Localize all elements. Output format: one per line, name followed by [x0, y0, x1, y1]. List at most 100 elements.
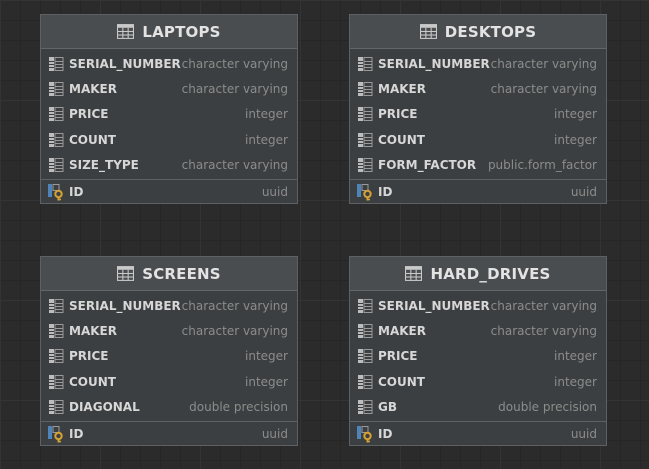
table-icon	[117, 266, 134, 281]
column-row[interactable]: SIZE_TYPE character varying	[41, 153, 297, 178]
column-type: character varying	[490, 324, 597, 339]
column-type: integer	[245, 349, 288, 364]
column-name: COUNT	[378, 132, 425, 147]
column-type: character varying	[181, 324, 288, 339]
column-row[interactable]: MAKER character varying	[41, 76, 297, 101]
entity-title: HARD_DRIVES	[430, 264, 551, 283]
column-type: character varying	[181, 82, 288, 97]
table-icon	[405, 266, 422, 281]
column-name: SERIAL_NUMBER	[69, 56, 181, 71]
column-row[interactable]: COUNT integer	[41, 127, 297, 152]
column-icon	[356, 131, 374, 149]
primary-key-icon	[356, 425, 374, 443]
column-icon	[47, 347, 65, 365]
column-type: integer	[554, 349, 597, 364]
column-icon	[356, 55, 374, 73]
entity-header[interactable]: SCREENS	[41, 257, 297, 291]
column-name: SERIAL_NUMBER	[69, 298, 181, 313]
column-name: ID	[378, 427, 393, 442]
primary-key-icon	[47, 183, 65, 201]
column-row[interactable]: DIAGONAL double precision	[41, 395, 297, 420]
column-icon	[47, 398, 65, 416]
column-icon	[47, 373, 65, 391]
column-name: MAKER	[69, 82, 117, 97]
entity-title: LAPTOPS	[142, 22, 221, 41]
column-icon	[356, 297, 374, 315]
column-row[interactable]: SERIAL_NUMBER character varying	[350, 51, 606, 76]
column-row[interactable]: COUNT integer	[41, 369, 297, 394]
column-icon	[356, 80, 374, 98]
column-type: uuid	[570, 427, 597, 442]
table-icon	[117, 24, 134, 39]
column-type: character varying	[181, 158, 288, 173]
column-name: PRICE	[69, 349, 109, 364]
column-icon	[47, 297, 65, 315]
column-icon	[356, 373, 374, 391]
primary-key-row[interactable]: ID uuid	[41, 420, 297, 447]
column-name: COUNT	[69, 132, 116, 147]
column-icon	[356, 347, 374, 365]
column-name: COUNT	[378, 374, 425, 389]
column-type: integer	[554, 374, 597, 389]
primary-key-icon	[356, 183, 374, 201]
column-type: uuid	[570, 185, 597, 200]
column-icon	[356, 105, 374, 123]
column-name: PRICE	[378, 107, 418, 122]
column-type: integer	[554, 107, 597, 122]
table-icon	[420, 24, 437, 39]
column-type: integer	[245, 374, 288, 389]
column-type: integer	[245, 107, 288, 122]
column-row[interactable]: GB double precision	[350, 395, 606, 420]
column-icon	[47, 105, 65, 123]
column-name: DIAGONAL	[69, 400, 140, 415]
primary-key-icon	[47, 425, 65, 443]
column-row[interactable]: PRICE integer	[41, 102, 297, 127]
entity-laptops[interactable]: LAPTOPS SERIAL_NUMBER character varying …	[40, 14, 298, 204]
column-row[interactable]: PRICE integer	[350, 344, 606, 369]
column-type: character varying	[490, 82, 597, 97]
column-icon	[356, 322, 374, 340]
column-type: integer	[554, 132, 597, 147]
column-icon	[356, 398, 374, 416]
column-name: ID	[69, 185, 84, 200]
column-name: MAKER	[378, 324, 426, 339]
entity-title: DESKTOPS	[444, 22, 537, 41]
column-icon	[47, 131, 65, 149]
column-type: public.form_factor	[487, 158, 597, 173]
column-row[interactable]: MAKER character varying	[350, 76, 606, 101]
column-row[interactable]: PRICE integer	[350, 102, 606, 127]
primary-key-row[interactable]: ID uuid	[350, 420, 606, 447]
column-row[interactable]: MAKER character varying	[41, 318, 297, 343]
entity-desktops[interactable]: DESKTOPS SERIAL_NUMBER character varying…	[349, 14, 607, 204]
column-icon	[356, 156, 374, 174]
column-type: character varying	[490, 56, 597, 71]
column-type: double precision	[189, 400, 288, 415]
column-row[interactable]: COUNT integer	[350, 127, 606, 152]
entity-header[interactable]: HARD_DRIVES	[350, 257, 606, 291]
entity-hard-drives[interactable]: HARD_DRIVES SERIAL_NUMBER character vary…	[349, 256, 607, 446]
column-name: COUNT	[69, 374, 116, 389]
primary-key-row[interactable]: ID uuid	[41, 178, 297, 205]
column-type: character varying	[181, 298, 288, 313]
column-name: GB	[378, 400, 397, 415]
column-name: FORM_FACTOR	[378, 158, 477, 173]
entity-title: SCREENS	[142, 264, 221, 283]
entity-screens[interactable]: SCREENS SERIAL_NUMBER character varying …	[40, 256, 298, 446]
column-type: uuid	[261, 427, 288, 442]
column-type: character varying	[490, 298, 597, 313]
column-row[interactable]: SERIAL_NUMBER character varying	[41, 293, 297, 318]
column-row[interactable]: PRICE integer	[41, 344, 297, 369]
entity-header[interactable]: LAPTOPS	[41, 15, 297, 49]
column-row[interactable]: MAKER character varying	[350, 318, 606, 343]
column-icon	[47, 156, 65, 174]
column-name: SIZE_TYPE	[69, 158, 139, 173]
column-row[interactable]: COUNT integer	[350, 369, 606, 394]
primary-key-row[interactable]: ID uuid	[350, 178, 606, 205]
column-name: SERIAL_NUMBER	[378, 56, 490, 71]
column-row[interactable]: FORM_FACTOR public.form_factor	[350, 153, 606, 178]
column-row[interactable]: SERIAL_NUMBER character varying	[41, 51, 297, 76]
column-name: PRICE	[378, 349, 418, 364]
column-type: uuid	[261, 185, 288, 200]
column-row[interactable]: SERIAL_NUMBER character varying	[350, 293, 606, 318]
entity-header[interactable]: DESKTOPS	[350, 15, 606, 49]
